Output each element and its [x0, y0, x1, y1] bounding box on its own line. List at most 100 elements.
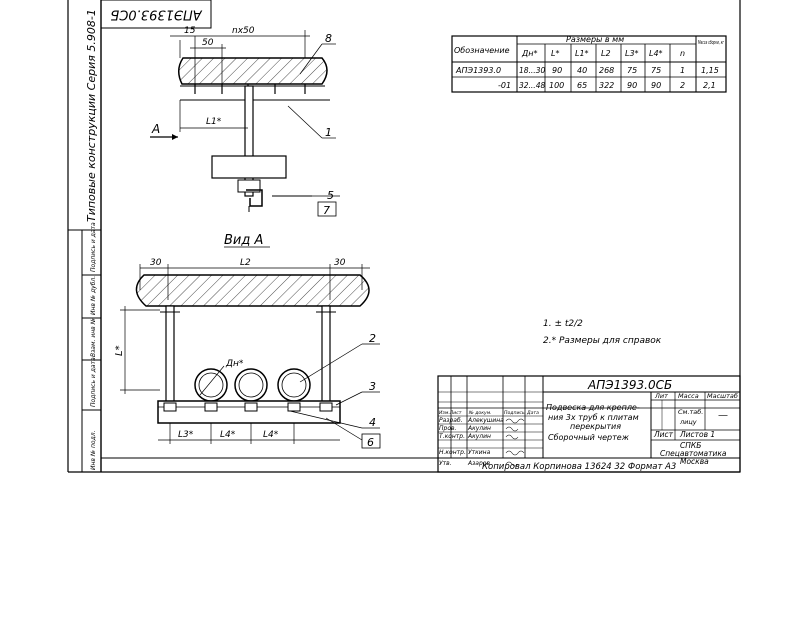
- tb-sheet-label: Лист: [653, 430, 674, 439]
- view-a: Вид А 30 L2 30 L*: [114, 233, 381, 449]
- dim-nx50: nx50: [232, 26, 255, 36]
- spec-r1-mass: 1,15: [701, 66, 719, 75]
- tb-mass-sub: лицу: [679, 418, 697, 426]
- tb-org-1: СПКБ: [680, 441, 701, 450]
- spec-col-name: Обозначение: [454, 46, 510, 55]
- pipe-3: [277, 368, 311, 402]
- dim-30-left: 30: [150, 258, 162, 268]
- dim-l3: L3*: [178, 430, 194, 440]
- dim-l: L*: [114, 345, 125, 356]
- title-block: АПЭ1393.0СБ Подвеска для крепле- ния 3х …: [437, 375, 741, 473]
- tb-designation: АПЭ1393.0СБ: [587, 378, 672, 392]
- concrete-slab-front: [135, 274, 370, 307]
- tb-sheets-label: Листов 1: [679, 430, 715, 439]
- strip-label-4: Инв № дубл.: [90, 276, 97, 315]
- hanger-right: [321, 305, 331, 403]
- callout-8: 8: [325, 32, 332, 45]
- spec-r2-mass: 2,1: [703, 81, 716, 90]
- pipe-section: [211, 155, 287, 179]
- tb-name-3: перекрытия: [570, 422, 621, 431]
- spec-group-header: Размеры в мм: [566, 35, 624, 44]
- spec-r1-l: 90: [552, 66, 562, 75]
- note-2: 2.* Размеры для справок: [543, 336, 662, 346]
- strip-label-1: Инв № подл.: [90, 430, 97, 470]
- dim-l4-a: L4*: [220, 430, 236, 440]
- tb-person-5: Азаров: [467, 460, 490, 467]
- spec-r2-l: 100: [549, 81, 564, 90]
- tb-role-2: Пров.: [439, 425, 457, 432]
- dim-15: 15: [184, 26, 196, 36]
- spec-mass-header: Масса сборки, кг: [698, 40, 724, 46]
- spec-r2-name: -01: [498, 81, 511, 90]
- spec-r2-l1: 65: [577, 81, 587, 90]
- callout-2: 2: [369, 332, 376, 345]
- spec-r1-l2: 268: [599, 66, 614, 75]
- spec-table: Обозначение Размеры в мм Масса сборки, к…: [451, 35, 727, 93]
- spec-r1-n: 1: [680, 66, 685, 75]
- dim-30-right: 30: [334, 258, 346, 268]
- concrete-slab-top: [178, 57, 328, 85]
- strip-label-5: Подпись и дата: [90, 222, 97, 272]
- dim-dn: Дн*: [225, 359, 244, 369]
- strip-label-3: Взам. инв №: [90, 318, 97, 357]
- spec-hdr-n: n: [680, 49, 685, 58]
- tb-hdr-scale: Масштаб: [707, 392, 738, 400]
- rotated-designation: АПЭ1393.0СБ: [110, 7, 202, 22]
- callout-1: 1: [325, 126, 332, 139]
- dim-l2: L2: [240, 258, 251, 268]
- view-a-title: Вид А: [224, 233, 263, 248]
- spec-hdr-l2: L2: [601, 49, 611, 58]
- tb-col-sign: Подпись: [504, 410, 525, 416]
- spec-r1-name: АПЭ1393.0: [455, 66, 501, 75]
- hanger-left: [165, 305, 175, 403]
- footer-copy-line: Копировал Корпинова 13624 32 Формат А3: [482, 462, 676, 472]
- tb-person-1: Алекушина: [467, 417, 504, 424]
- left-binding-strip: Инв № подл. Подпись и дата Взам. инв № И…: [68, 9, 101, 472]
- spec-r2-l3: 90: [627, 81, 637, 90]
- spec-hdr-dn: Дн*: [521, 49, 537, 58]
- tb-scale-value: —: [718, 410, 728, 421]
- tb-name-1: Подвеска для крепле-: [546, 403, 640, 412]
- dim-l4-b: L4*: [263, 430, 279, 440]
- signatures: [505, 418, 525, 467]
- callout-6: 6: [367, 436, 374, 449]
- tb-person-2: Акулин: [467, 425, 491, 432]
- tb-role-4: Н.контр.: [439, 449, 466, 456]
- tb-person-4: Уткина: [468, 449, 491, 456]
- dim-l1: L1*: [206, 117, 222, 127]
- spec-r1-l3: 75: [627, 66, 637, 75]
- spec-hdr-l1: L1*: [575, 49, 589, 58]
- notes: 1. ± t2/2 2.* Размеры для справок: [543, 319, 662, 346]
- callout-7: 7: [323, 204, 330, 217]
- tb-role-5: Утв.: [439, 460, 452, 467]
- tb-doc-type: Сборочный чертеж: [548, 433, 630, 442]
- top-view: 15 50 nx50 L1* А 8 1 5 7: [150, 26, 340, 217]
- spec-r2-l4: 90: [651, 81, 661, 90]
- spec-r1-l1: 40: [577, 66, 587, 75]
- series-label: Типовые конструкции Серия 5.908-1: [85, 9, 98, 222]
- tb-org-2: Спецавтоматика: [660, 449, 727, 458]
- base-bolts: [163, 402, 333, 412]
- pipe-2: [234, 368, 268, 402]
- spec-r1-dn: 18...30: [519, 66, 545, 75]
- spec-r1-l4: 75: [651, 66, 661, 75]
- section-label-a: А: [151, 122, 160, 136]
- tb-person-3: Акулин: [467, 433, 491, 440]
- tb-role-1: Разраб.: [439, 417, 463, 424]
- pipe-1: [194, 368, 228, 402]
- callout-3: 3: [369, 380, 376, 393]
- tb-role-3: Т.контр.: [439, 433, 465, 440]
- rotated-stamp: АПЭ1393.0СБ: [100, 0, 212, 29]
- tb-col-date: Дата: [526, 410, 539, 416]
- note-1: 1. ± t2/2: [543, 319, 583, 329]
- tb-mass-value: См.таб.: [678, 408, 703, 416]
- tb-col-doc: № докум.: [468, 410, 492, 416]
- dim-50: 50: [202, 38, 214, 48]
- tb-name-2: ния 3х труб к плитам: [548, 413, 639, 422]
- callout-4: 4: [369, 416, 376, 429]
- tb-org-3: Москва: [680, 457, 709, 466]
- spec-hdr-l: L*: [551, 49, 559, 58]
- tb-col-izm: Изм.Лист: [439, 410, 462, 416]
- strip-label-2: Подпись и дата: [90, 357, 97, 407]
